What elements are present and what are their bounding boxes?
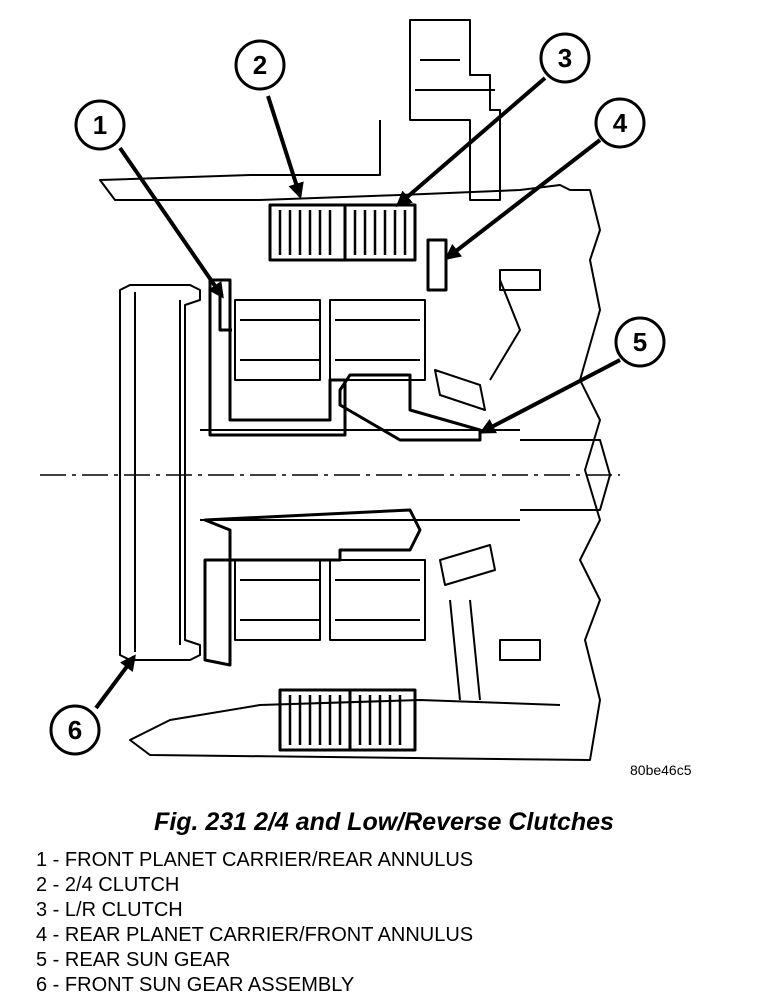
legend-number: 2: [36, 874, 48, 896]
legend-item: 3 - L/R CLUTCH: [36, 899, 183, 921]
callout-label-6: 6: [68, 715, 82, 745]
callout-label-5: 5: [633, 327, 647, 357]
top-shaft: [409, 19, 501, 201]
leader-5: [479, 358, 621, 434]
legend-item: 1 - FRONT PLANET CARRIER/REAR ANNULUS: [36, 849, 474, 871]
leader-3: [395, 76, 547, 208]
legend-text: FRONT PLANET CARRIER/REAR ANNULUS: [64, 849, 474, 871]
legend-item: 5 - REAR SUN GEAR: [36, 949, 231, 971]
callout-label-1: 1: [93, 110, 107, 140]
legend-number: 3: [36, 899, 48, 921]
legend-text: L/R CLUTCH: [64, 899, 183, 921]
front-sun-gear-drum: [119, 284, 201, 661]
planetary-gears-top: [234, 299, 426, 381]
callout-label-2: 2: [253, 50, 267, 80]
leader-2: [266, 95, 304, 200]
clutch-lr-top: [343, 203, 417, 262]
callout-circle-6: [49, 704, 101, 756]
legend-item: 6 - FRONT SUN GEAR ASSEMBLY: [36, 974, 355, 996]
callout-circle-5: [614, 316, 666, 368]
clutch-lr-bottom: [348, 688, 417, 752]
legend-text: REAR PLANET CARRIER/FRONT ANNULUS: [64, 924, 474, 946]
parts-legend: 1 - FRONT PLANET CARRIER/REAR ANNULUS 2 …: [36, 848, 473, 998]
rear-planet-carrier: [426, 238, 448, 292]
planetary-gears-bottom: [234, 559, 426, 641]
front-planet-carrier: [208, 278, 347, 437]
figure-code: 80be46c5: [630, 762, 692, 778]
callout-label-4: 4: [613, 108, 628, 138]
leader-1: [118, 146, 224, 299]
legend-number: 1: [36, 849, 48, 871]
callout-circle-2: [234, 39, 286, 91]
transmission-cross-section-diagram: 1 2 3 4 5 6: [40, 19, 666, 761]
legend-item: 4 - REAR PLANET CARRIER/FRONT ANNULUS: [36, 924, 474, 946]
clutch-2-4-top: [268, 203, 347, 262]
legend-item: 2 - 2/4 CLUTCH: [36, 874, 180, 896]
leader-6: [94, 654, 136, 710]
legend-text: REAR SUN GEAR: [64, 949, 231, 971]
callout-circle-1: [74, 99, 126, 151]
clutch-2-4-bottom: [278, 688, 352, 752]
legend-number: 5: [36, 949, 48, 971]
legend-text: FRONT SUN GEAR ASSEMBLY: [64, 974, 355, 996]
leader-4: [444, 138, 602, 260]
legend-text: 2/4 CLUTCH: [64, 874, 180, 896]
callout-circle-3: [539, 32, 591, 84]
legend-number: 6: [36, 974, 48, 996]
figure-caption: Fig. 231 2/4 and Low/Reverse Clutches: [154, 808, 614, 836]
callout-label-3: 3: [558, 43, 572, 73]
front-sun-gear-lower: [203, 508, 422, 667]
legend-number: 4: [36, 924, 48, 946]
callout-circle-4: [594, 97, 646, 149]
